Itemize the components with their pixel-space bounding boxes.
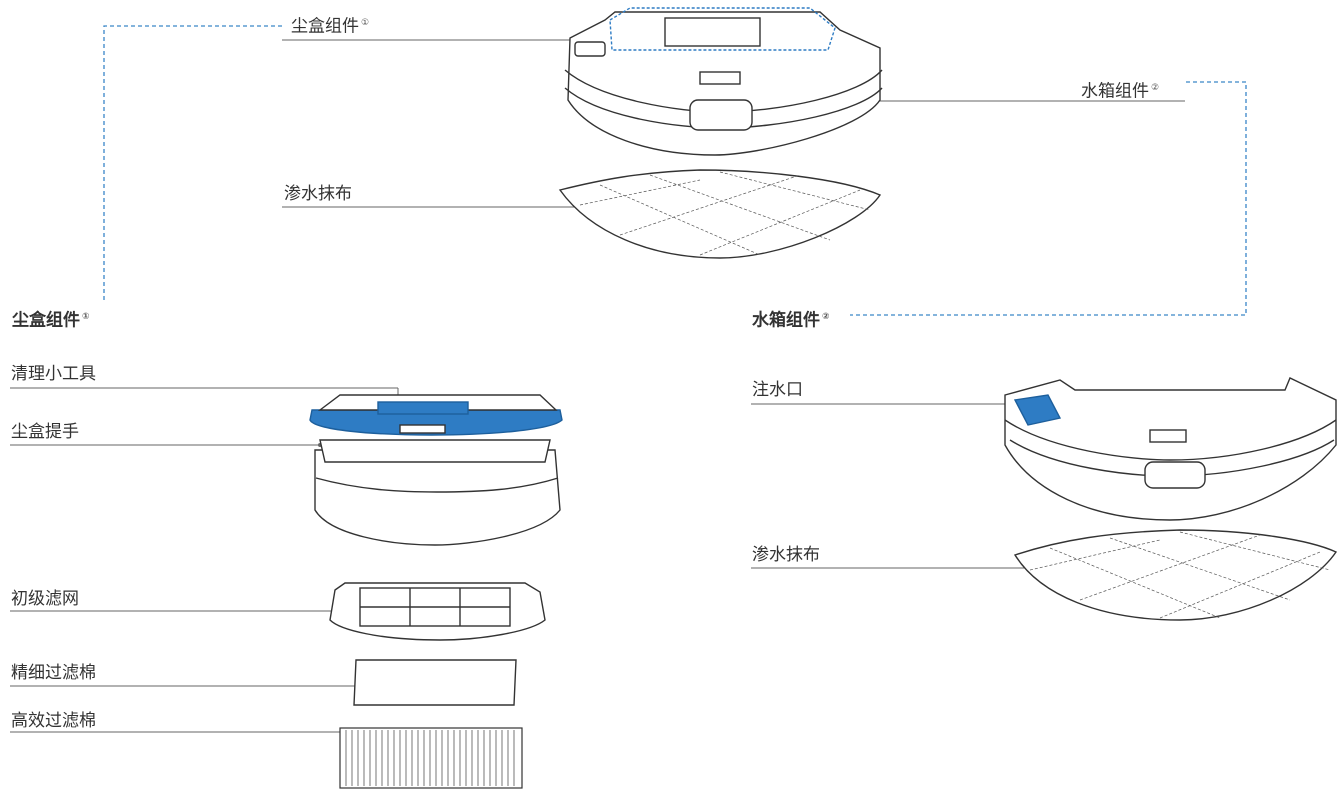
label-dustbin-handle: 尘盒提手	[11, 422, 79, 442]
mop-top	[558, 169, 882, 259]
label-fine-sponge: 精细过滤棉	[11, 663, 96, 683]
watertank-connector	[850, 81, 1247, 316]
hepa-filter	[339, 727, 523, 789]
robot-top-assembly	[564, 7, 883, 156]
label-mop-right: 渗水抹布	[752, 545, 820, 565]
label-cleaning-tool: 清理小工具	[11, 364, 96, 384]
water-tank	[1004, 377, 1337, 521]
label-mop-top: 渗水抹布	[284, 184, 352, 204]
mop-right	[1013, 529, 1338, 621]
dustbin-connector	[103, 25, 282, 302]
dustbin-assembly	[309, 394, 563, 546]
label-hepa-filter: 高效过滤棉	[11, 711, 96, 731]
label-primary-filter: 初级滤网	[11, 589, 79, 609]
fine-sponge	[353, 659, 517, 706]
primary-filter	[329, 582, 546, 641]
label-water-inlet: 注水口	[752, 380, 803, 400]
